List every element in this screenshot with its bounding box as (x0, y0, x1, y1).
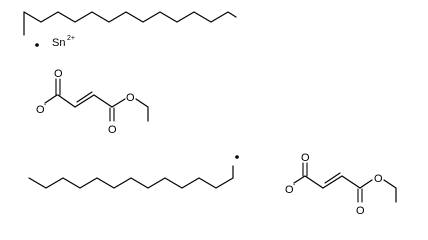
oxygen-carbonyl-lower-2: O (356, 205, 365, 217)
bond-o-c1-lower (293, 175, 306, 184)
oxygen-carbonyl-upper-1: O (54, 68, 63, 80)
dodecyl-chain-upper (23, 11, 237, 47)
bond-c1-c2-upper (57, 94, 76, 108)
tin-charge: 2+ (67, 35, 75, 42)
oxygen-anion-upper: O (36, 104, 45, 116)
bond-c2-c3-dbl-lower (324, 172, 341, 184)
oxygen-anion-upper-charge: - (44, 102, 47, 109)
ethyl-upper (135, 98, 149, 122)
bond-c3-c4-upper (93, 94, 113, 108)
radical-dot-lower (235, 155, 239, 159)
bond-o-c1-upper (44, 94, 58, 104)
oxygen-carbonyl-upper-2: O (108, 124, 117, 136)
bond-c2-c3-dbl-upper (76, 91, 93, 103)
oxygen-carbonyl-lower-1: O (301, 152, 310, 164)
bond-c1-c2-lower (304, 175, 324, 189)
oxygen-ester-upper: O (126, 92, 135, 104)
dodecyl-chain-lower (28, 155, 239, 189)
tin-cation: Sn 2+ (52, 35, 75, 49)
bond-c3-c4-lower (341, 175, 361, 189)
fumarate-anion-lower: O - O O O (285, 152, 397, 217)
radical-dot-upper (35, 43, 39, 47)
dodecyl-chain-lower-bonds (28, 165, 234, 189)
oxygen-anion-lower: O (285, 184, 294, 196)
ethyl-lower (383, 179, 397, 203)
bond-c4-oester-lower (359, 179, 373, 189)
fumarate-anion-upper: O - O O O (36, 68, 149, 136)
oxygen-ester-lower: O (374, 173, 383, 185)
bond-c2-c3-lower (322, 175, 343, 189)
tin-symbol: Sn (52, 37, 65, 49)
oxygen-anion-lower-charge: - (293, 182, 296, 189)
bond-c4-oester-upper (111, 98, 126, 108)
bond-c2-c3-upper (74, 94, 95, 108)
dodecyl-chain-upper-bonds (23, 11, 237, 36)
